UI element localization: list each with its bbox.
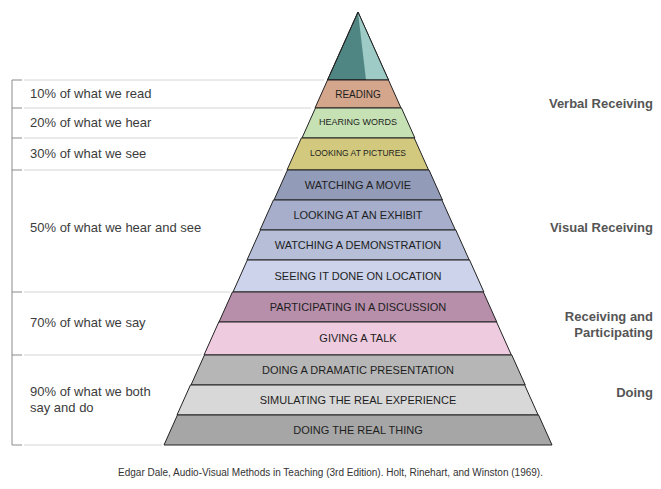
cone-band: SIMULATING THE REAL EXPERIENCE [177, 385, 538, 415]
band-outline [315, 80, 401, 108]
band-label: LOOKING AT AN EXHIBIT [293, 209, 422, 221]
cone-band: READING [315, 80, 401, 108]
cone-band: LOOKING AT PICTURES [287, 138, 429, 170]
retention-label: 90% of what we both say and do [30, 384, 158, 417]
band-outline [191, 355, 525, 385]
retention-label: 70% of what we say [30, 315, 146, 331]
band-label: READING [335, 89, 381, 100]
cone-band: SEEING IT DONE ON LOCATION [233, 260, 484, 292]
band-outline [219, 292, 497, 322]
retention-label: 10% of what we read [30, 86, 151, 102]
caption: Edgar Dale, Audio-Visual Methods in Teac… [0, 467, 661, 478]
cone-apex [328, 12, 389, 80]
retention-label: 50% of what we hear and see [30, 220, 201, 236]
band-label: HEARING WORDS [319, 118, 397, 128]
cone-band: WATCHING A DEMONSTRATION [247, 230, 469, 260]
retention-label: 20% of what we hear [30, 115, 151, 131]
cone-band: GIVING A TALK [204, 322, 511, 355]
band-label: GIVING A TALK [319, 332, 396, 344]
band-outline [204, 322, 511, 355]
cone-band: DOING THE REAL THING [164, 415, 552, 445]
band-label: WATCHING A DEMONSTRATION [275, 239, 442, 251]
scale-bracket [12, 80, 22, 445]
band-outline [274, 170, 442, 200]
cone-band: LOOKING AT AN EXHIBIT [260, 200, 455, 230]
band-outline [247, 230, 469, 260]
band-outline [233, 260, 484, 292]
band-label: SEEING IT DONE ON LOCATION [274, 270, 441, 282]
category-label: Visual Receiving [550, 220, 653, 236]
cone-band: WATCHING A MOVIE [274, 170, 442, 200]
band-label: PARTICIPATING IN A DISCUSSION [270, 301, 446, 313]
band-outline [287, 138, 429, 170]
band-label: SIMULATING THE REAL EXPERIENCE [260, 394, 457, 406]
band-label: LOOKING AT PICTURES [310, 149, 406, 158]
band-label: DOING THE REAL THING [293, 424, 422, 436]
cone-band: PARTICIPATING IN A DISCUSSION [219, 292, 497, 322]
band-outline [177, 385, 538, 415]
category-label: Doing [616, 385, 653, 401]
band-outline [260, 200, 455, 230]
band-label: WATCHING A MOVIE [305, 179, 411, 191]
band-outline [164, 415, 552, 445]
cone-band: HEARING WORDS [302, 108, 415, 138]
category-label: Receiving and Participating [525, 309, 653, 342]
band-label: DOING A DRAMATIC PRESENTATION [262, 364, 454, 376]
cone-band: DOING A DRAMATIC PRESENTATION [191, 355, 525, 385]
band-outline [302, 108, 415, 138]
category-label: Verbal Receiving [549, 96, 653, 112]
retention-label: 30% of what we see [30, 146, 146, 162]
